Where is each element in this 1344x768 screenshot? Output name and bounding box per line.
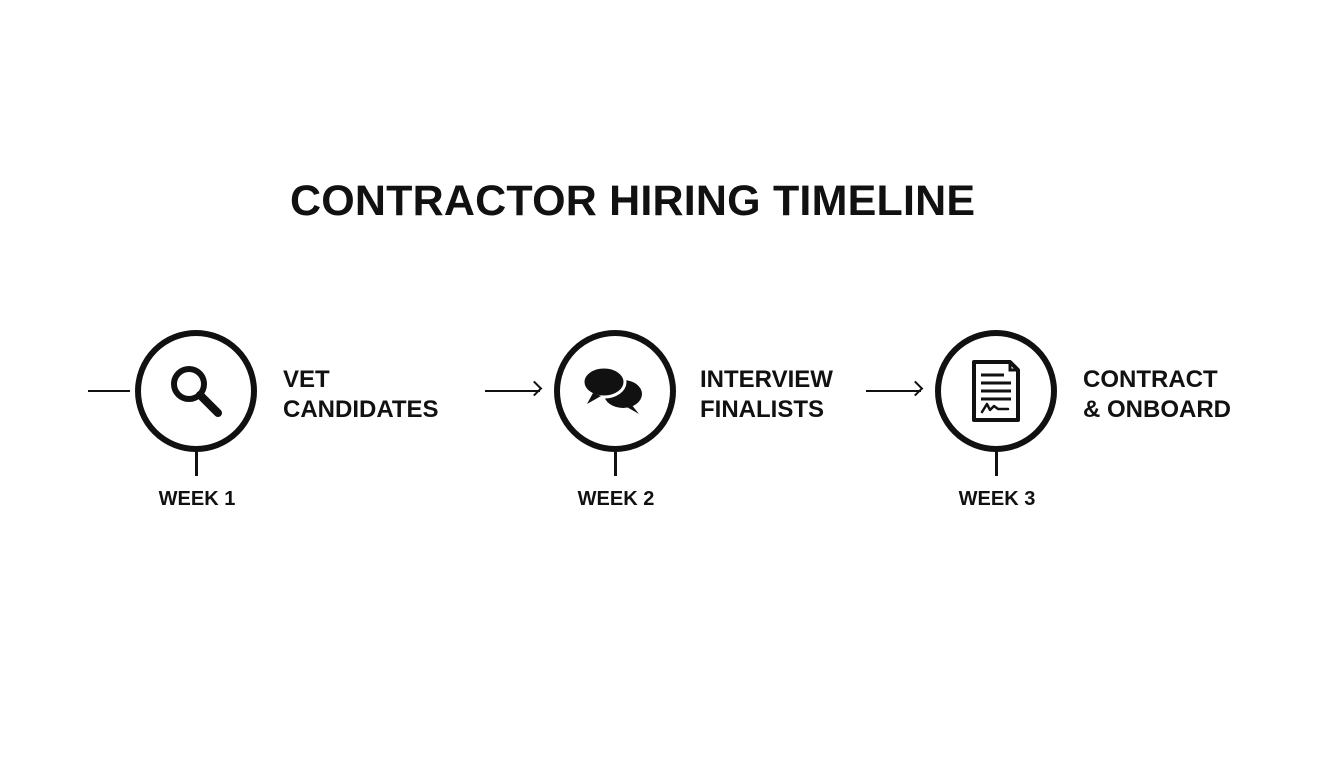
step-3-label-line-1: CONTRACT xyxy=(1083,366,1218,393)
lead-in-line xyxy=(88,390,130,392)
step-3-circle xyxy=(935,330,1057,452)
step-1-stem xyxy=(195,450,198,476)
step-1-circle xyxy=(135,330,257,452)
arrow-2-to-3-head xyxy=(907,380,924,397)
step-2-week-label: WEEK 2 xyxy=(577,488,655,510)
chat-bubbles-icon xyxy=(581,365,642,414)
magnifying-glass-icon xyxy=(171,366,222,417)
step-3-label: CONTRACT & ONBOARD xyxy=(1083,365,1231,425)
step-2-label-line-2: FINALISTS xyxy=(700,396,824,423)
page-title: CONTRACTOR HIRING TIMELINE xyxy=(290,177,976,225)
step-1-label: VET CANDIDATES xyxy=(283,365,439,425)
step-2-circle xyxy=(554,330,676,452)
step-2-stem xyxy=(614,450,617,476)
step-3-label-line-2: & ONBOARD xyxy=(1083,396,1231,423)
step-2-label: INTERVIEW FINALISTS xyxy=(700,365,833,425)
arrow-1-to-2-head xyxy=(526,380,543,397)
step-2-label-line-1: INTERVIEW xyxy=(700,366,833,393)
signed-document-icon xyxy=(972,360,1020,422)
step-1-label-line-2: CANDIDATES xyxy=(283,396,439,423)
arrow-2-to-3-line xyxy=(866,390,921,392)
step-3-week-label: WEEK 3 xyxy=(958,488,1036,510)
arrow-1-to-2-line xyxy=(485,390,540,392)
step-1-week-label: WEEK 1 xyxy=(158,488,236,510)
step-3-stem xyxy=(995,450,998,476)
step-1-label-line-1: VET xyxy=(283,366,330,393)
